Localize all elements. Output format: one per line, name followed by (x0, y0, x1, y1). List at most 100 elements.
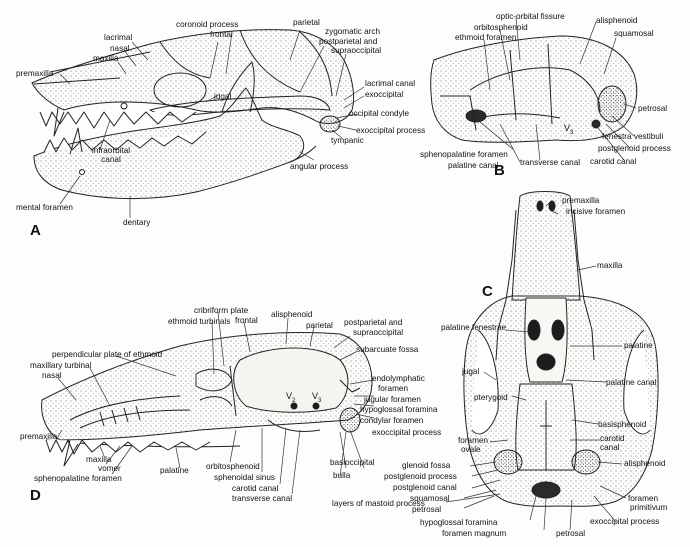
label-transverse-canal-b: transverse canal (520, 158, 581, 167)
label-perpendicular-plate: perpendicular plate of ethmoid (52, 350, 163, 359)
label-exoccipital: exoccipital (365, 90, 404, 99)
label-endolymphatic-2: foramen (378, 384, 409, 393)
label-frontal-d: frontal (235, 316, 258, 325)
label-carotid-canal-c-1: carotid (600, 434, 625, 443)
label-orbitosphenoid-b: orbitosphenoid (474, 23, 528, 32)
label-maxillary-turbinal: maxillary turbinal (30, 361, 92, 370)
label-foramen-primitivum-2: primitivum (630, 503, 668, 512)
label-foramen-magnum: foramen magnum (442, 529, 507, 538)
label-incisive-foramen: incisive foramen (566, 207, 626, 216)
label-transverse-canal-d: transverse canal (232, 494, 293, 503)
label-jugal-c: jugal (462, 367, 480, 376)
label-hypoglossal-foramina-c: hypoglossal foramina (420, 518, 498, 527)
panel-b-braincase (431, 36, 637, 142)
label-ethmoid-foramen: ethmoid foramen (455, 33, 517, 42)
label-alisphenoid-b: alisphenoid (596, 16, 638, 25)
label-postparietal-d-1: postparietal and (344, 318, 403, 327)
label-v3-d: V3 (312, 391, 322, 404)
label-maxilla: maxilla (93, 54, 119, 63)
label-fenestra-vestibuli: fenestra vestibuli (602, 132, 664, 141)
label-postparietal-a-1: postparietal and (319, 37, 378, 46)
label-postglenoid-canal: postglenoid canal (393, 483, 457, 492)
label-foramen-primitivum-1: foramen (628, 494, 659, 503)
label-lacrimal-canal: lacrimal canal (365, 79, 416, 88)
label-optic-orbital-fissure: optic-orbital fissure (496, 12, 565, 21)
label-carotid-canal-c-2: canal (600, 443, 620, 452)
label-palatine-c: palatine (624, 341, 653, 350)
label-glenoid-fossa: glenoid fossa (402, 461, 451, 470)
label-palatine-fenestrae: palatine fenestrae (441, 323, 507, 332)
label-occipital-condyle: occipital condyle (349, 109, 410, 118)
panel-letter-a: A (30, 222, 41, 239)
label-maxilla-d: maxilla (86, 455, 112, 464)
label-postglenoid-process-c: postglenoid process (384, 472, 457, 481)
panel-d-sagittal-section (42, 333, 372, 467)
label-condylar-foramen: condylar foramen (360, 416, 424, 425)
label-alisphenoid-c: alisphenoid (624, 459, 666, 468)
label-nasal: nasal (110, 44, 130, 53)
label-layers-of-mastoid-process: layers of mastoid process (332, 499, 425, 508)
panel-letter-b: B (494, 162, 505, 179)
label-frontal: frontal (210, 30, 233, 39)
label-dentary: dentary (123, 218, 151, 227)
panel-letter-c: C (482, 283, 493, 300)
label-jugal: jugal (214, 92, 232, 101)
label-hypoglossal-foramina-d: hypoglossal foramina (360, 405, 438, 414)
label-parietal-d: parietal (306, 321, 333, 330)
label-squamosal-b: squamosal (614, 29, 654, 38)
label-bulla: bulla (333, 471, 351, 480)
label-v3-b: V3 (564, 123, 574, 136)
leader-lines (56, 18, 636, 530)
label-premaxilla: premaxilla (16, 69, 54, 78)
label-lacrimal: lacrimal (104, 33, 133, 42)
label-sphenoidal-sinus: sphenoidal sinus (214, 473, 275, 482)
label-petrosal-b: petrosal (638, 104, 668, 113)
label-premaxilla-d: premaxilla (20, 432, 58, 441)
label-petrosal-c: petrosal (412, 505, 442, 514)
label-exoccipital-process-c: exoccipital process (590, 517, 660, 526)
label-jugular-foramen: jugular foramen (364, 395, 421, 404)
label-coronoid-process: coronoid process (176, 20, 239, 29)
label-palatine-canal-b: palatine canal (448, 161, 499, 170)
label-maxilla-c: maxilla (597, 261, 623, 270)
label-postparietal-a-2: supraoccipital (331, 46, 382, 55)
label-orbitosphenoid-d: orbitosphenoid (206, 462, 260, 471)
label-angular-process: angular process (290, 162, 349, 171)
label-exoccipital-process-d: exoccipital process (372, 428, 442, 437)
label-infraorbital-1: infraorbital (91, 146, 131, 155)
label-parietal: parietal (293, 18, 320, 27)
label-premaxilla-c: premaxilla (562, 196, 600, 205)
label-foramen-ovale-2: ovale (461, 445, 481, 454)
panel-c-ventral-skull (464, 192, 658, 507)
label-v2-d: V2 (286, 391, 296, 404)
label-squamosal-c: squamosal (410, 494, 450, 503)
label-basisphenoid: basisphenoid (598, 420, 647, 429)
label-endolymphatic-1: endolymphatic (372, 374, 425, 383)
label-sphenopalatine-foramen-b: sphenopalatine foramen (420, 150, 508, 159)
label-carotid-canal-b: carotid canal (590, 157, 637, 166)
label-ethmoid-turbinals: ethmoid turbinals (168, 317, 231, 326)
panel-letter-d: D (30, 487, 41, 504)
label-nasal-d: nasal (42, 371, 62, 380)
label-postglenoid-process-b: postglenoid process (598, 144, 671, 153)
label-basioccipital: basioccipital (330, 458, 375, 467)
label-sphenopalatine-foramen-d: sphenopalatine foramen (34, 474, 122, 483)
label-cribriform-plate: cribriform plate (194, 306, 249, 315)
label-alisphenoid-d: alisphenoid (271, 310, 313, 319)
label-infraorbital-2: canal (101, 155, 121, 164)
label-subarcuate-fossa: subarcuate fossa (356, 345, 419, 354)
label-foramen-ovale-1: foramen (458, 436, 489, 445)
label-carotid-canal-d: carotid canal (232, 484, 279, 493)
label-vomer: vomer (98, 464, 121, 473)
label-petrosal-c-bottom: petrosal (556, 529, 586, 538)
label-exoccipital-process-a: exoccipital process (356, 126, 426, 135)
label-palatine-canal-c: palatine canal (606, 378, 657, 387)
label-pterygoid: pterygoid (474, 393, 508, 402)
label-postparietal-d-2: supraoccipital (353, 328, 404, 337)
label-palatine-d: palatine (160, 466, 189, 475)
label-zygomatic-arch: zygomatic arch (325, 27, 381, 36)
label-tympanic: tympanic (331, 136, 364, 145)
label-mental-foramen: mental foramen (16, 203, 73, 212)
panel-a-lateral-skull (32, 30, 354, 199)
